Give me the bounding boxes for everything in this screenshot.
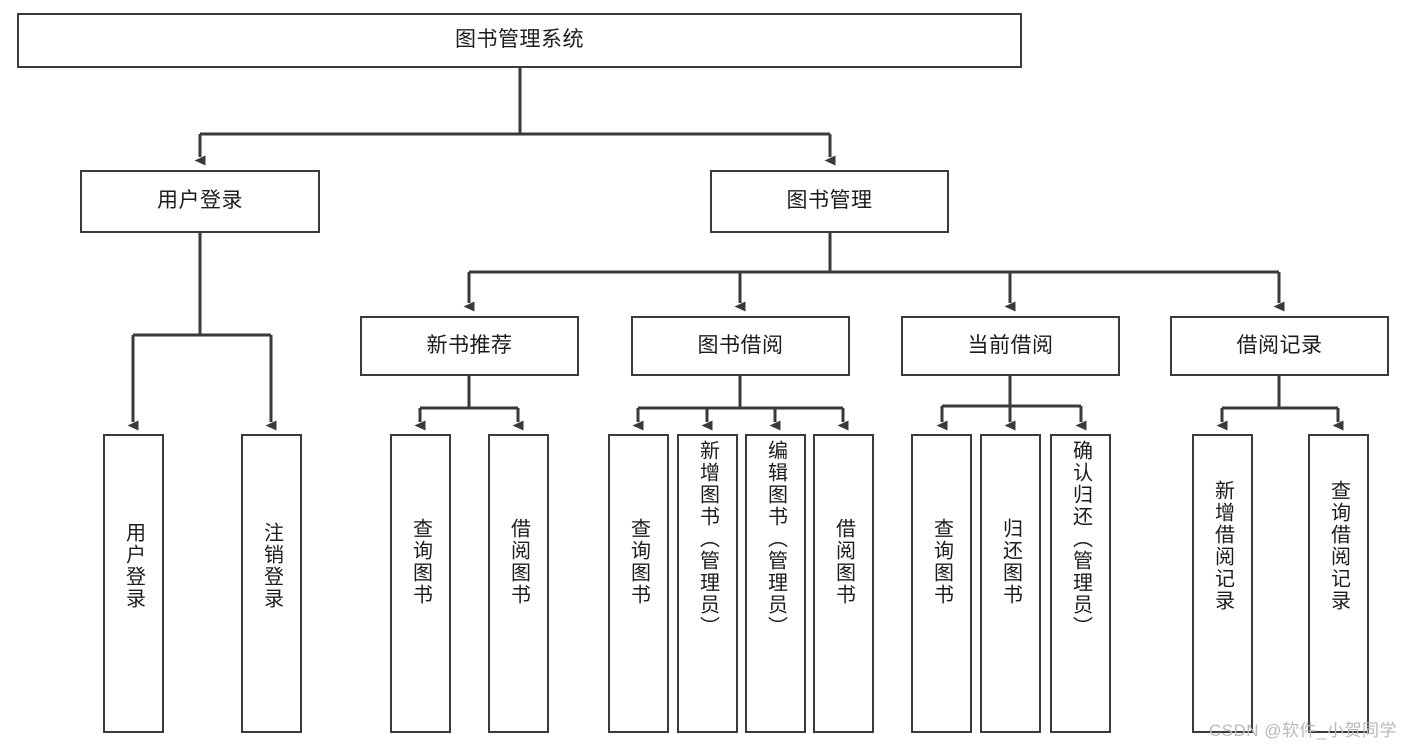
node-leaf-return-book[interactable]: 归还图书 [980,434,1041,733]
node-current-borrow[interactable]: 当前借阅 [901,316,1120,376]
node-leaf-query-book-3-label: 查询图书 [930,518,953,606]
node-current-borrow-label: 当前借阅 [967,333,1054,357]
node-leaf-borrow-book-2[interactable]: 借阅图书 [813,434,874,733]
node-borrow-record[interactable]: 借阅记录 [1170,316,1389,376]
node-leaf-query-record[interactable]: 查询借阅记录 [1308,434,1369,733]
node-leaf-query-book-3[interactable]: 查询图书 [911,434,972,733]
node-leaf-query-record-label: 查询借阅记录 [1327,480,1350,612]
node-borrow-record-label: 借阅记录 [1236,333,1323,357]
node-leaf-confirm-return[interactable]: 确认归还（管理员） [1050,434,1111,733]
node-leaf-edit-book[interactable]: 编辑图书（管理员） [745,434,806,733]
node-user-login[interactable]: 用户登录 [80,170,320,233]
node-user-login-label: 用户登录 [157,189,243,213]
node-leaf-user-login-label: 用户登录 [122,522,145,610]
node-leaf-query-book-2-label: 查询图书 [627,518,650,606]
node-leaf-query-book-2[interactable]: 查询图书 [608,434,669,733]
node-new-book-rec-label: 新书推荐 [426,333,513,357]
node-leaf-user-login[interactable]: 用户登录 [103,434,164,733]
node-new-book-rec[interactable]: 新书推荐 [360,316,579,376]
node-leaf-add-record-label: 新增借阅记录 [1211,480,1234,612]
node-leaf-add-record[interactable]: 新增借阅记录 [1192,434,1253,733]
node-leaf-confirm-return-label: 确认归还（管理员） [1069,440,1092,638]
node-book-manage[interactable]: 图书管理 [710,170,949,233]
node-leaf-query-book-1-label: 查询图书 [409,518,432,606]
node-leaf-query-book-1[interactable]: 查询图书 [390,434,451,733]
node-leaf-add-book-label: 新增图书（管理员） [696,440,719,638]
node-book-borrow-label: 图书借阅 [697,333,784,357]
node-leaf-logout[interactable]: 注销登录 [241,434,302,733]
node-root[interactable]: 图书管理系统 [17,13,1022,68]
watermark-text: CSDN @软件_小贺同学 [1208,721,1397,740]
node-root-label: 图书管理系统 [455,28,584,52]
node-leaf-logout-label: 注销登录 [260,522,283,610]
node-book-borrow[interactable]: 图书借阅 [631,316,850,376]
node-leaf-edit-book-label: 编辑图书（管理员） [764,440,787,638]
node-book-manage-label: 图书管理 [786,189,873,213]
node-leaf-return-book-label: 归还图书 [999,518,1022,606]
node-leaf-add-book[interactable]: 新增图书（管理员） [677,434,738,733]
node-leaf-borrow-book-1-label: 借阅图书 [507,518,530,606]
node-leaf-borrow-book-2-label: 借阅图书 [832,518,855,606]
node-leaf-borrow-book-1[interactable]: 借阅图书 [488,434,549,733]
